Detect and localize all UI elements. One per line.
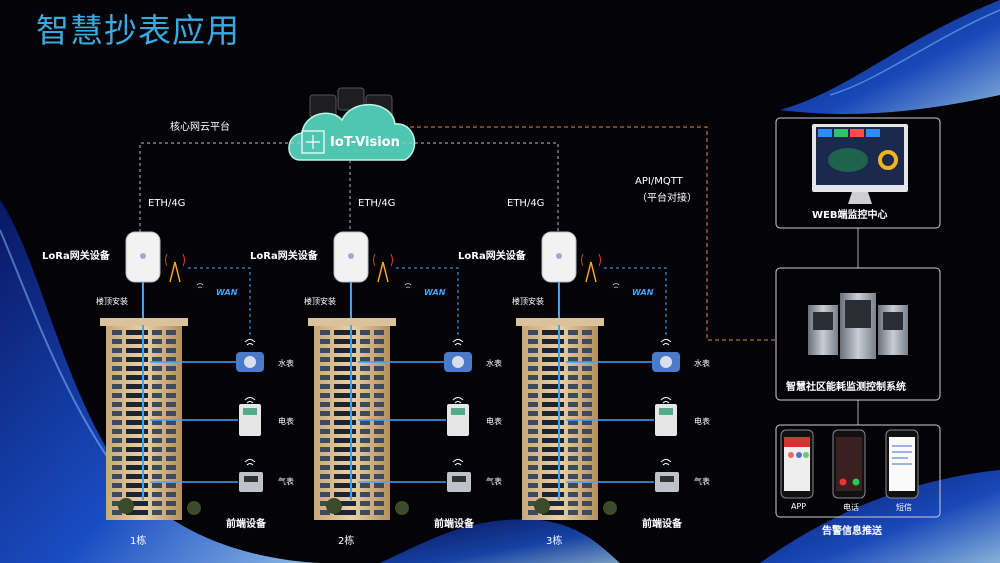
meter-electric-3: 电表: [694, 417, 710, 426]
api-label: API/MQTT: [635, 176, 683, 187]
meter-gas-1: 气表: [278, 477, 294, 486]
eth-label-2: ETH/4G: [358, 198, 396, 209]
wifi-icon: [452, 339, 464, 346]
front-label-2: 前端设备: [434, 519, 474, 530]
cloud-platform-label: 核心网云平台: [170, 122, 230, 133]
wifi-icon: [244, 459, 256, 466]
api-note: （平台对接）: [637, 193, 697, 204]
wifi-icon: [244, 339, 256, 346]
wan-label-1: WAN: [216, 288, 238, 297]
alerts-title: 告警信息推送: [822, 526, 882, 537]
wifi-icon: [244, 397, 256, 404]
api-link: [410, 126, 776, 341]
wifi-icon: [660, 339, 672, 346]
gateway-label-2: LoRa网关设备: [250, 251, 318, 262]
wan-label-2: WAN: [424, 288, 446, 297]
meter-electric-2: 电表: [486, 417, 502, 426]
wave-top-right: [780, 0, 1000, 115]
meter-electric-1: 电表: [278, 417, 294, 426]
meter-gas-2: 气表: [486, 477, 502, 486]
install-label-3: 楼顶安装: [512, 297, 544, 306]
server-rack-icon: [808, 293, 908, 359]
install-label-1: 楼顶安装: [96, 297, 128, 306]
building-2: [308, 231, 472, 520]
meter-water-2: 水表: [486, 359, 502, 368]
phone-icons: [780, 429, 919, 499]
buildings-group: [100, 231, 680, 520]
eth-label-1: ETH/4G: [148, 198, 186, 209]
alert-item-sms: 短信: [896, 503, 912, 512]
wifi-icon: [660, 397, 672, 404]
web-monitor-box: [775, 117, 941, 229]
alert-item-call: 电话: [843, 503, 859, 512]
eth-label-3: ETH/4G: [507, 198, 545, 209]
front-label-3: 前端设备: [642, 519, 682, 530]
building-1: [100, 231, 264, 520]
cloud-name: IoT-Vision: [330, 135, 400, 150]
building-name-1: 1栋: [130, 536, 147, 547]
wave-bottom-center: [380, 519, 620, 563]
antenna-icon: [585, 261, 597, 283]
tree-icon: [118, 498, 134, 514]
tree-icon: [326, 498, 342, 514]
web-monitor-label: WEB端监控中心: [812, 210, 888, 221]
monitor-icon: [812, 124, 908, 204]
system-box: [775, 267, 941, 401]
system-label: 智慧社区能耗监测控制系统: [786, 382, 906, 393]
wan-label-3: WAN: [632, 288, 654, 297]
page-title: 智慧抄表应用: [36, 11, 240, 50]
meter-water-3: 水表: [694, 359, 710, 368]
building-3: [516, 231, 680, 520]
building-name-3: 3栋: [546, 536, 563, 547]
install-label-2: 楼顶安装: [304, 297, 336, 306]
antenna-icon: [377, 261, 389, 283]
meter-gas-3: 气表: [694, 477, 710, 486]
front-label-1: 前端设备: [226, 519, 266, 530]
wave-bottom-left: [0, 200, 320, 563]
alert-item-app: APP: [791, 502, 807, 511]
alerts-box: [775, 424, 941, 518]
wifi-icon: [452, 397, 464, 404]
gateway-label-1: LoRa网关设备: [42, 251, 110, 262]
building-name-2: 2栋: [338, 536, 355, 547]
cloud-links: [139, 142, 559, 232]
wifi-icon: [660, 459, 672, 466]
gateway-label-3: LoRa网关设备: [458, 251, 526, 262]
cloud-icon: [288, 104, 416, 161]
wifi-icon: [452, 459, 464, 466]
meter-water-1: 水表: [278, 359, 294, 368]
antenna-icon: [169, 261, 181, 283]
tree-icon: [534, 498, 550, 514]
